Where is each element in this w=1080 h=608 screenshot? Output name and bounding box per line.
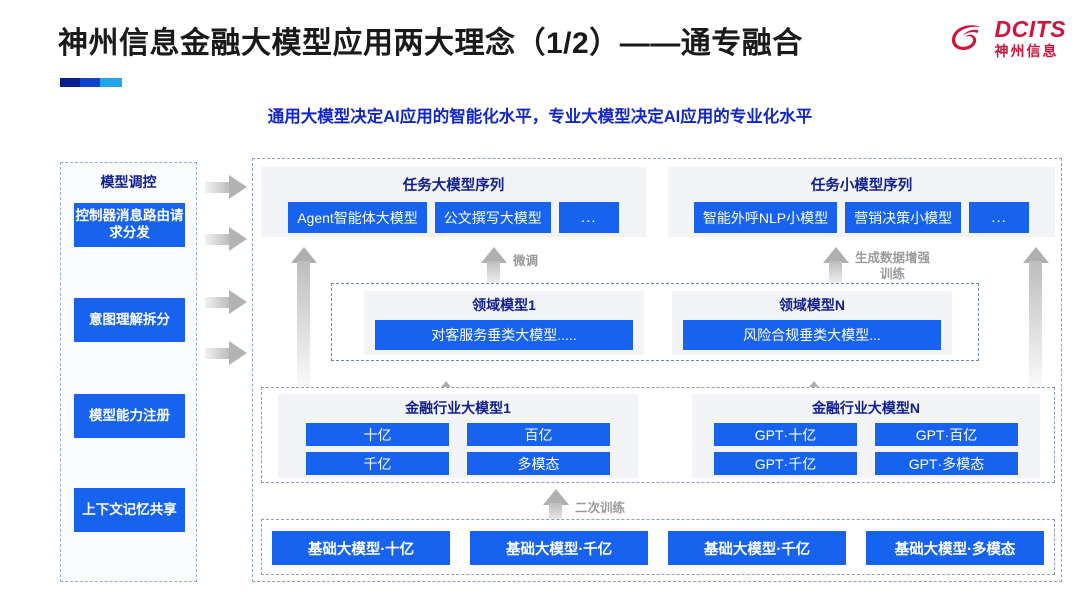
industry-1-chip-2[interactable]: 百亿 bbox=[467, 423, 610, 446]
industry-n-chip-1[interactable]: GPT·十亿 bbox=[714, 423, 857, 446]
logo-swirl-icon bbox=[948, 18, 988, 58]
industry-model-1-title: 金融行业大模型1 bbox=[405, 400, 511, 416]
arrow-finetune-left bbox=[481, 247, 507, 289]
arrow-label-data-aug-line2: 训练 bbox=[880, 267, 906, 281]
title-underline-rule bbox=[60, 78, 122, 87]
sidebar-item-intent[interactable]: 意图理解拆分 bbox=[74, 298, 185, 342]
domain-model-container: 领域模型1 对客服务垂类大模型..... 领域模型N 风险合规垂类大模型... bbox=[331, 283, 979, 361]
arrow-label-data-aug-line1: 生成数据增强 bbox=[855, 251, 931, 265]
task-large-sequence-title: 任务大模型序列 bbox=[402, 178, 505, 194]
task-small-sequence-title: 任务小模型序列 bbox=[810, 178, 913, 194]
task-chip-outbound-nlp[interactable]: 智能外呼NLP小模型 bbox=[693, 202, 838, 233]
architecture-diagram: 任务大模型序列 Agent智能体大模型 公文撰写大模型 ... 任务小模型序列 … bbox=[252, 158, 1062, 582]
base-model-chip-1[interactable]: 基础大模型·十亿 bbox=[272, 531, 450, 565]
arrow-industry-to-task-left bbox=[291, 247, 317, 387]
industry-model-n: 金融行业大模型N GPT·十亿 GPT·百亿 GPT·千亿 GPT·多模态 bbox=[692, 394, 1040, 478]
base-model-container: 基础大模型·十亿 基础大模型·千亿 基础大模型·千亿 基础大模型·多模态 bbox=[261, 519, 1055, 575]
sidebar-title: 模型调控 bbox=[100, 174, 157, 190]
industry-1-chip-4[interactable]: 多模态 bbox=[467, 452, 610, 475]
domain-model-n-title: 领域模型N bbox=[778, 297, 846, 313]
arrow-industry-to-task-right bbox=[1023, 247, 1049, 387]
industry-model-container: 金融行业大模型1 十亿 百亿 千亿 多模态 金融行业大模型N GPT·十亿 GP… bbox=[261, 387, 1055, 483]
flow-arrow-right-1 bbox=[205, 175, 247, 199]
sidebar-item-router[interactable]: 控制器消息路由请求分发 bbox=[74, 203, 185, 247]
model-control-panel: 模型调控 控制器消息路由请求分发 意图理解拆分 模型能力注册 上下文记忆共享 bbox=[60, 162, 197, 582]
dcits-logo: DCITS 神州信息 bbox=[948, 18, 1067, 58]
arrow-data-augmentation bbox=[823, 247, 849, 289]
page-subtitle: 通用大模型决定AI应用的智能化水平，专业大模型决定AI应用的专业化水平 bbox=[267, 108, 813, 126]
industry-model-n-title: 金融行业大模型N bbox=[811, 400, 921, 416]
sidebar-item-context[interactable]: 上下文记忆共享 bbox=[74, 488, 185, 532]
arrow-label-finetune: 微调 bbox=[513, 254, 539, 268]
arrow-label-retrain: 二次训练 bbox=[575, 501, 626, 515]
task-chip-marketing[interactable]: 营销决策小模型 bbox=[845, 202, 962, 233]
task-large-model-sequence: 任务大模型序列 Agent智能体大模型 公文撰写大模型 ... bbox=[261, 167, 646, 237]
sidebar-item-registry[interactable]: 模型能力注册 bbox=[74, 394, 185, 438]
logo-text-en: DCITS bbox=[994, 16, 1066, 42]
flow-arrow-right-2 bbox=[205, 227, 247, 251]
industry-1-chip-3[interactable]: 千亿 bbox=[306, 452, 449, 475]
industry-1-chip-1[interactable]: 十亿 bbox=[306, 423, 449, 446]
industry-model-1: 金融行业大模型1 十亿 百亿 千亿 多模态 bbox=[278, 394, 638, 478]
logo-text-cn: 神州信息 bbox=[994, 43, 1059, 59]
page-title: 神州信息金融大模型应用两大理念（1/2）——通专融合 bbox=[58, 27, 803, 60]
base-model-chip-3[interactable]: 基础大模型·千亿 bbox=[668, 531, 846, 565]
domain-model-1-title: 领域模型1 bbox=[472, 297, 536, 313]
domain-model-1-chip[interactable]: 对客服务垂类大模型..... bbox=[375, 320, 633, 350]
flow-arrow-right-3 bbox=[205, 290, 247, 314]
task-chip-doc-writing[interactable]: 公文撰写大模型 bbox=[434, 202, 551, 233]
industry-n-chip-3[interactable]: GPT·千亿 bbox=[714, 452, 857, 475]
domain-model-n-chip[interactable]: 风险合规垂类大模型... bbox=[683, 320, 941, 350]
task-chip-more-small[interactable]: ... bbox=[969, 202, 1030, 233]
task-chip-agent[interactable]: Agent智能体大模型 bbox=[288, 202, 427, 233]
industry-n-chip-2[interactable]: GPT·百亿 bbox=[875, 423, 1018, 446]
domain-model-n: 领域模型N 风险合规垂类大模型... bbox=[672, 291, 952, 355]
task-chip-more[interactable]: ... bbox=[558, 202, 619, 233]
flow-arrow-right-4 bbox=[205, 341, 247, 365]
industry-n-chip-4[interactable]: GPT·多模态 bbox=[875, 452, 1018, 475]
base-model-chip-4[interactable]: 基础大模型·多模态 bbox=[866, 531, 1044, 565]
task-small-model-sequence: 任务小模型序列 智能外呼NLP小模型 营销决策小模型 ... bbox=[668, 167, 1055, 237]
base-model-chip-2[interactable]: 基础大模型·千亿 bbox=[470, 531, 648, 565]
domain-model-1: 领域模型1 对客服务垂类大模型..... bbox=[364, 291, 644, 355]
